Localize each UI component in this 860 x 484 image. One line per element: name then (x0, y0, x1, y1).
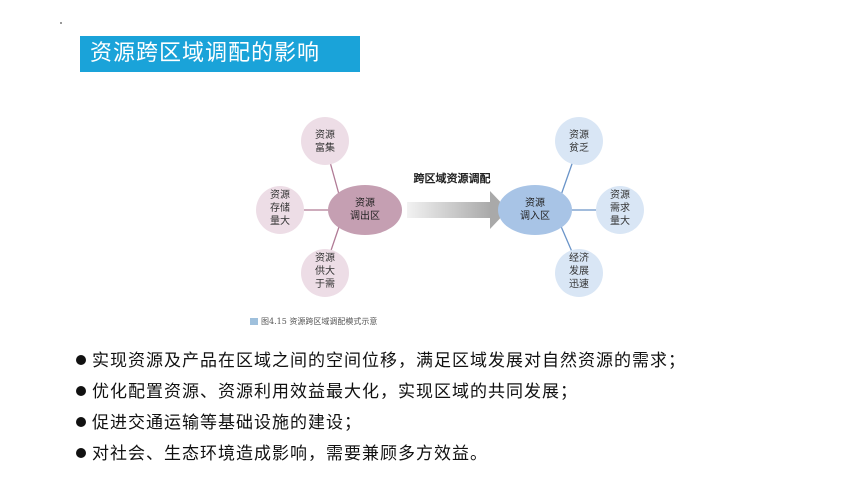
left-center-node: 资源 调出区 (328, 185, 402, 235)
svg-text:迅速: 迅速 (569, 278, 589, 290)
bullet-dot-icon (76, 355, 86, 365)
svg-text:跨区域资源调配: 跨区域资源调配 (414, 171, 491, 185)
svg-text:调出区: 调出区 (350, 209, 380, 222)
right-center-node: 资源 调入区 (498, 185, 572, 235)
right-node-3: 经济 发展 迅速 (555, 249, 603, 297)
left-node-1: 资源 富集 (301, 117, 349, 165)
bullet-text: 促进交通运输等基础设施的建设； (92, 413, 362, 433)
bullet-dot-icon (76, 386, 86, 396)
svg-text:需求: 需求 (610, 202, 630, 214)
svg-text:资源: 资源 (355, 196, 375, 209)
svg-text:贫乏: 贫乏 (569, 141, 589, 154)
bullet-dot-icon (76, 448, 86, 458)
bullet-item: 对社会、生态环境造成影响，需要兼顾多方效益。 (76, 439, 686, 470)
caption-text: 图4.15 资源跨区域调配模式示意 (261, 317, 378, 326)
svg-text:量大: 量大 (610, 214, 630, 227)
svg-text:调入区: 调入区 (520, 210, 550, 222)
bullet-text: 实现资源及产品在区域之间的空间位移，满足区域发展对自然资源的需求； (92, 351, 686, 371)
right-node-1: 资源 贫乏 (555, 117, 603, 165)
bullet-text: 对社会、生态环境造成影响，需要兼顾多方效益。 (92, 444, 488, 464)
left-node-3: 资源 供大 于需 (301, 249, 349, 297)
figure-caption: 图4.15 资源跨区域调配模式示意 (250, 316, 377, 327)
bullet-text: 优化配置资源、资源利用效益最大化，实现区域的共同发展； (92, 382, 578, 402)
svg-text:富集: 富集 (315, 141, 335, 154)
caption-square-icon (250, 318, 258, 325)
svg-text:资源: 资源 (315, 251, 335, 264)
svg-text:于需: 于需 (315, 278, 335, 290)
corner-dot (60, 22, 62, 24)
svg-text:发展: 发展 (569, 264, 589, 277)
bullet-item: 实现资源及产品在区域之间的空间位移，满足区域发展对自然资源的需求； (76, 346, 686, 377)
arrow-graphic: 跨区域资源调配 (407, 171, 508, 229)
svg-text:资源: 资源 (270, 188, 290, 201)
svg-text:资源: 资源 (610, 188, 630, 201)
svg-text:供大: 供大 (315, 264, 335, 277)
svg-text:量大: 量大 (270, 214, 290, 227)
slide-title: 资源跨区域调配的影响 (80, 36, 360, 72)
resource-allocation-diagram: 资源 富集 资源 存储 量大 资源 供大 于需 资源 调出区 跨区域资源调配 资… (256, 117, 644, 297)
bullet-dot-icon (76, 417, 86, 427)
svg-text:资源: 资源 (569, 128, 589, 141)
svg-text:存储: 存储 (270, 201, 290, 214)
svg-text:资源: 资源 (525, 196, 545, 209)
bullet-item: 优化配置资源、资源利用效益最大化，实现区域的共同发展； (76, 377, 686, 408)
svg-text:经济: 经济 (569, 251, 589, 264)
right-node-2: 资源 需求 量大 (596, 186, 644, 234)
left-node-2: 资源 存储 量大 (256, 186, 304, 234)
bullet-item: 促进交通运输等基础设施的建设； (76, 408, 686, 439)
bullet-list: 实现资源及产品在区域之间的空间位移，满足区域发展对自然资源的需求； 优化配置资源… (76, 346, 686, 470)
svg-text:资源: 资源 (315, 128, 335, 141)
